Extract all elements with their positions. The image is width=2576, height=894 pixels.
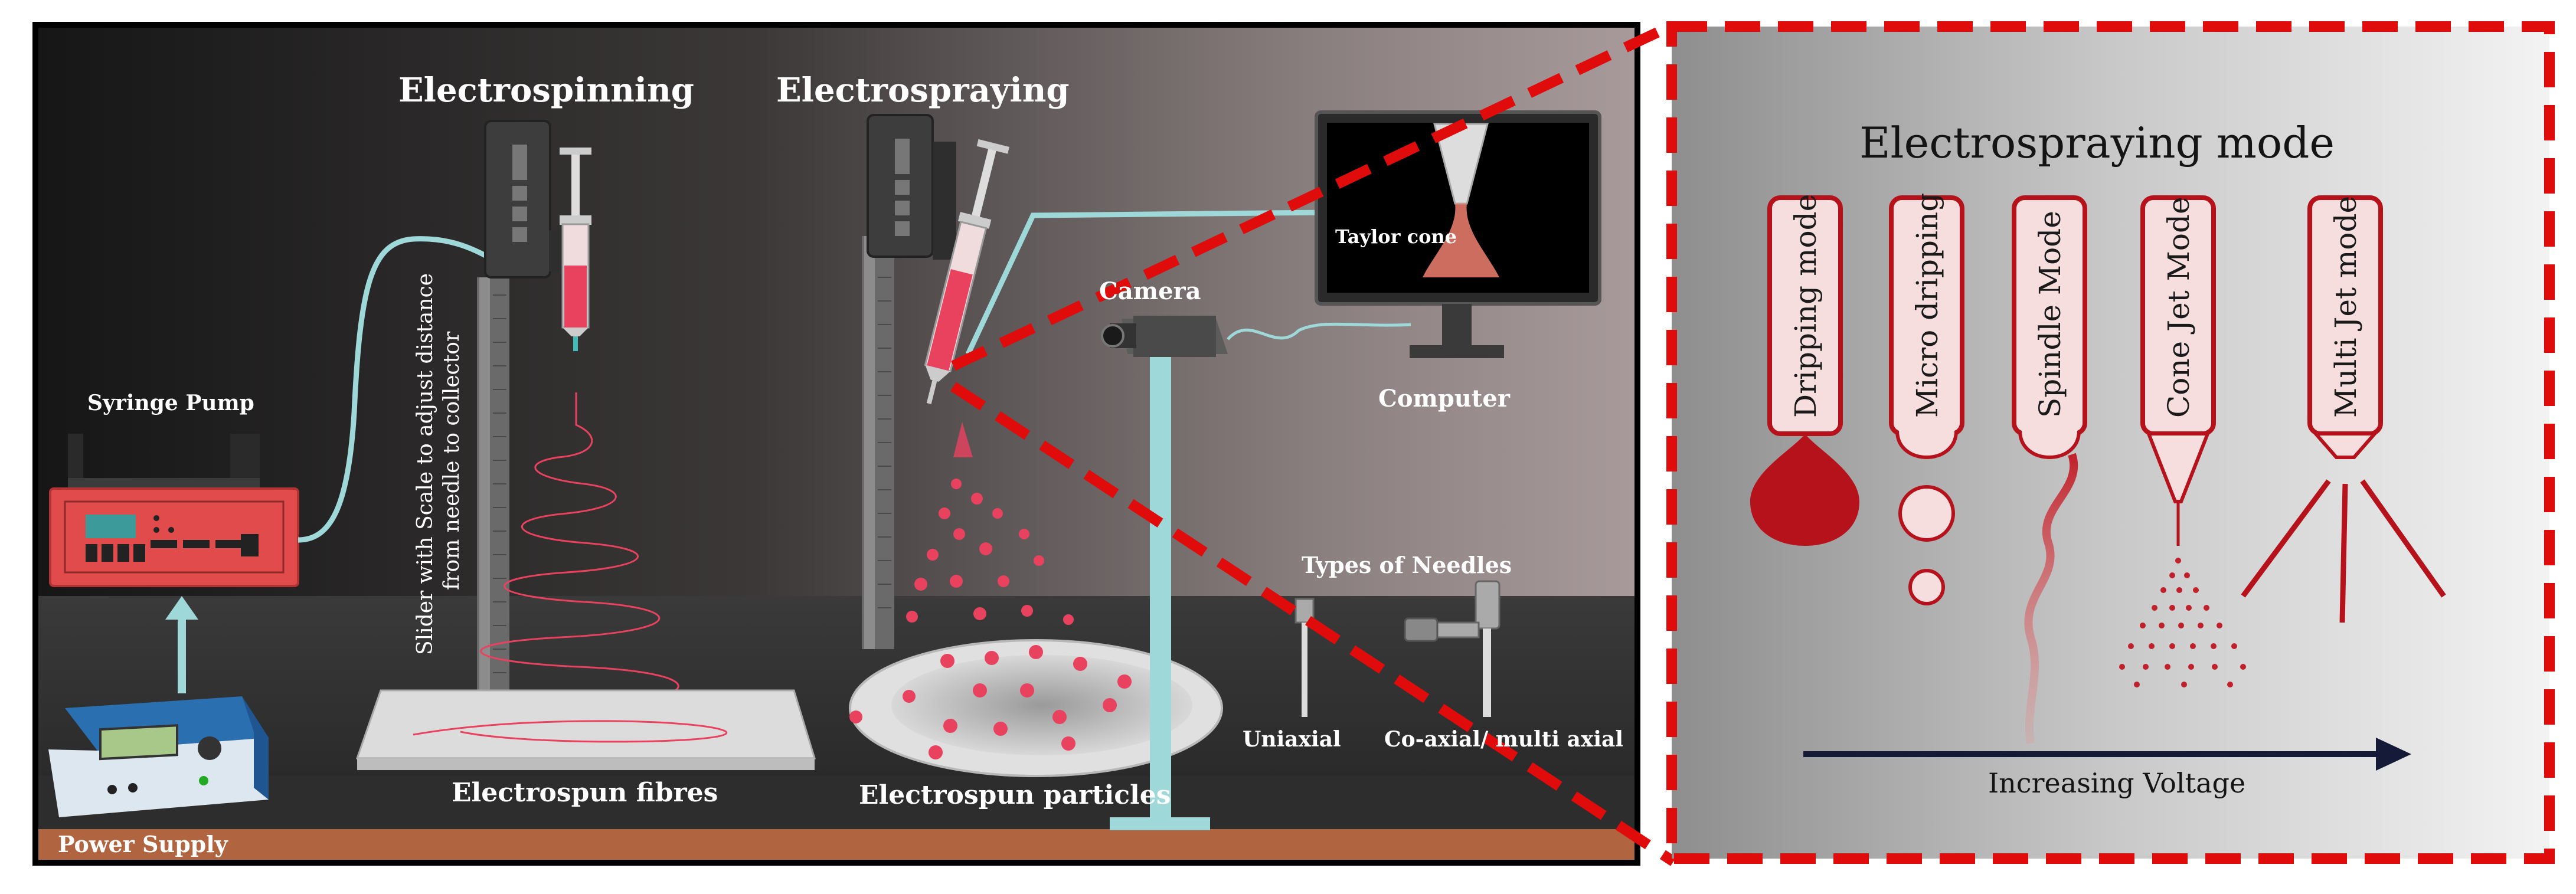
- label-uniaxial: Uniaxial: [1243, 727, 1341, 752]
- syringe-pump: [49, 434, 299, 587]
- needle-uniaxial: [1294, 598, 1315, 717]
- nozzle-cone-jet: [2119, 195, 2246, 687]
- zoom-line-top: [951, 19, 1676, 371]
- label-slider-line2: from needle to collector: [440, 331, 464, 590]
- camera-cable: [1227, 322, 1411, 340]
- label-syringe-pump: Syringe Pump: [87, 391, 254, 415]
- label-micro-dripping: Micro dripping: [1910, 192, 1944, 418]
- title-electrospraying-mode: Electrospraying mode: [1859, 118, 2335, 168]
- floor: [38, 596, 1634, 779]
- fibre-collector: [355, 689, 816, 759]
- label-coaxial: Co-axial/ multi axial: [1384, 727, 1623, 752]
- label-increasing-voltage: Increasing Voltage: [1988, 767, 2246, 799]
- right-panel: [1666, 21, 2555, 864]
- label-spindle-mode: Spindle Mode: [2033, 211, 2067, 418]
- power-supply: [48, 696, 269, 817]
- electrospinning-stand: [477, 120, 591, 690]
- collected-particles: [849, 645, 1132, 759]
- label-power-supply: Power Supply: [58, 831, 228, 857]
- feed-tube-spinning: [298, 236, 495, 543]
- label-dripping-mode: Dripping mode: [1789, 194, 1823, 418]
- fibre-deposit: [413, 720, 728, 743]
- title-electrospinning: Electrospinning: [398, 71, 694, 110]
- floor-front: [38, 776, 1634, 835]
- needle-coaxial: [1404, 580, 1501, 717]
- left-panel: [32, 22, 1640, 866]
- label-computer: Computer: [1378, 385, 1510, 412]
- label-cone-jet-mode: Cone Jet Mode: [2162, 197, 2196, 418]
- voltage-arrow-head: [2376, 738, 2411, 771]
- label-multi-jet-mode: Multi Jet mode: [2329, 195, 2363, 418]
- right-panel-border: [1666, 21, 2555, 864]
- nozzle-micro-dripping: [1889, 195, 1964, 605]
- title-electrospraying: Electrospraying: [776, 71, 1070, 110]
- particle-dish-inner: [891, 655, 1192, 755]
- power-arrow-head: [165, 596, 198, 620]
- label-electrospun-fibres: Electrospun fibres: [452, 778, 718, 808]
- nozzle-spindle: [2012, 195, 2087, 745]
- label-types-of-needles: Types of Needles: [1302, 552, 1512, 578]
- spray-particles: [906, 479, 1074, 625]
- fibre-collector-edge: [357, 758, 815, 770]
- feed-tube-spraying: [965, 209, 1329, 355]
- nozzle-dripping: [1750, 195, 1859, 546]
- nozzle-multi-jet: [2241, 195, 2446, 623]
- label-slider-line1: Slider with Scale to adjust distance: [413, 273, 437, 655]
- label-electrospun-particles: Electrospun particles: [859, 780, 1171, 810]
- zoom-line-bottom: [950, 382, 1676, 866]
- label-taylor-cone: Taylor cone: [1335, 225, 1457, 248]
- label-camera: Camera: [1099, 277, 1201, 305]
- floor-strip: [38, 829, 1634, 860]
- computer: [1315, 110, 1601, 358]
- camera: [1101, 316, 1228, 830]
- electrospraying-stand: [862, 114, 1009, 649]
- right-panel-background: [1672, 27, 2549, 859]
